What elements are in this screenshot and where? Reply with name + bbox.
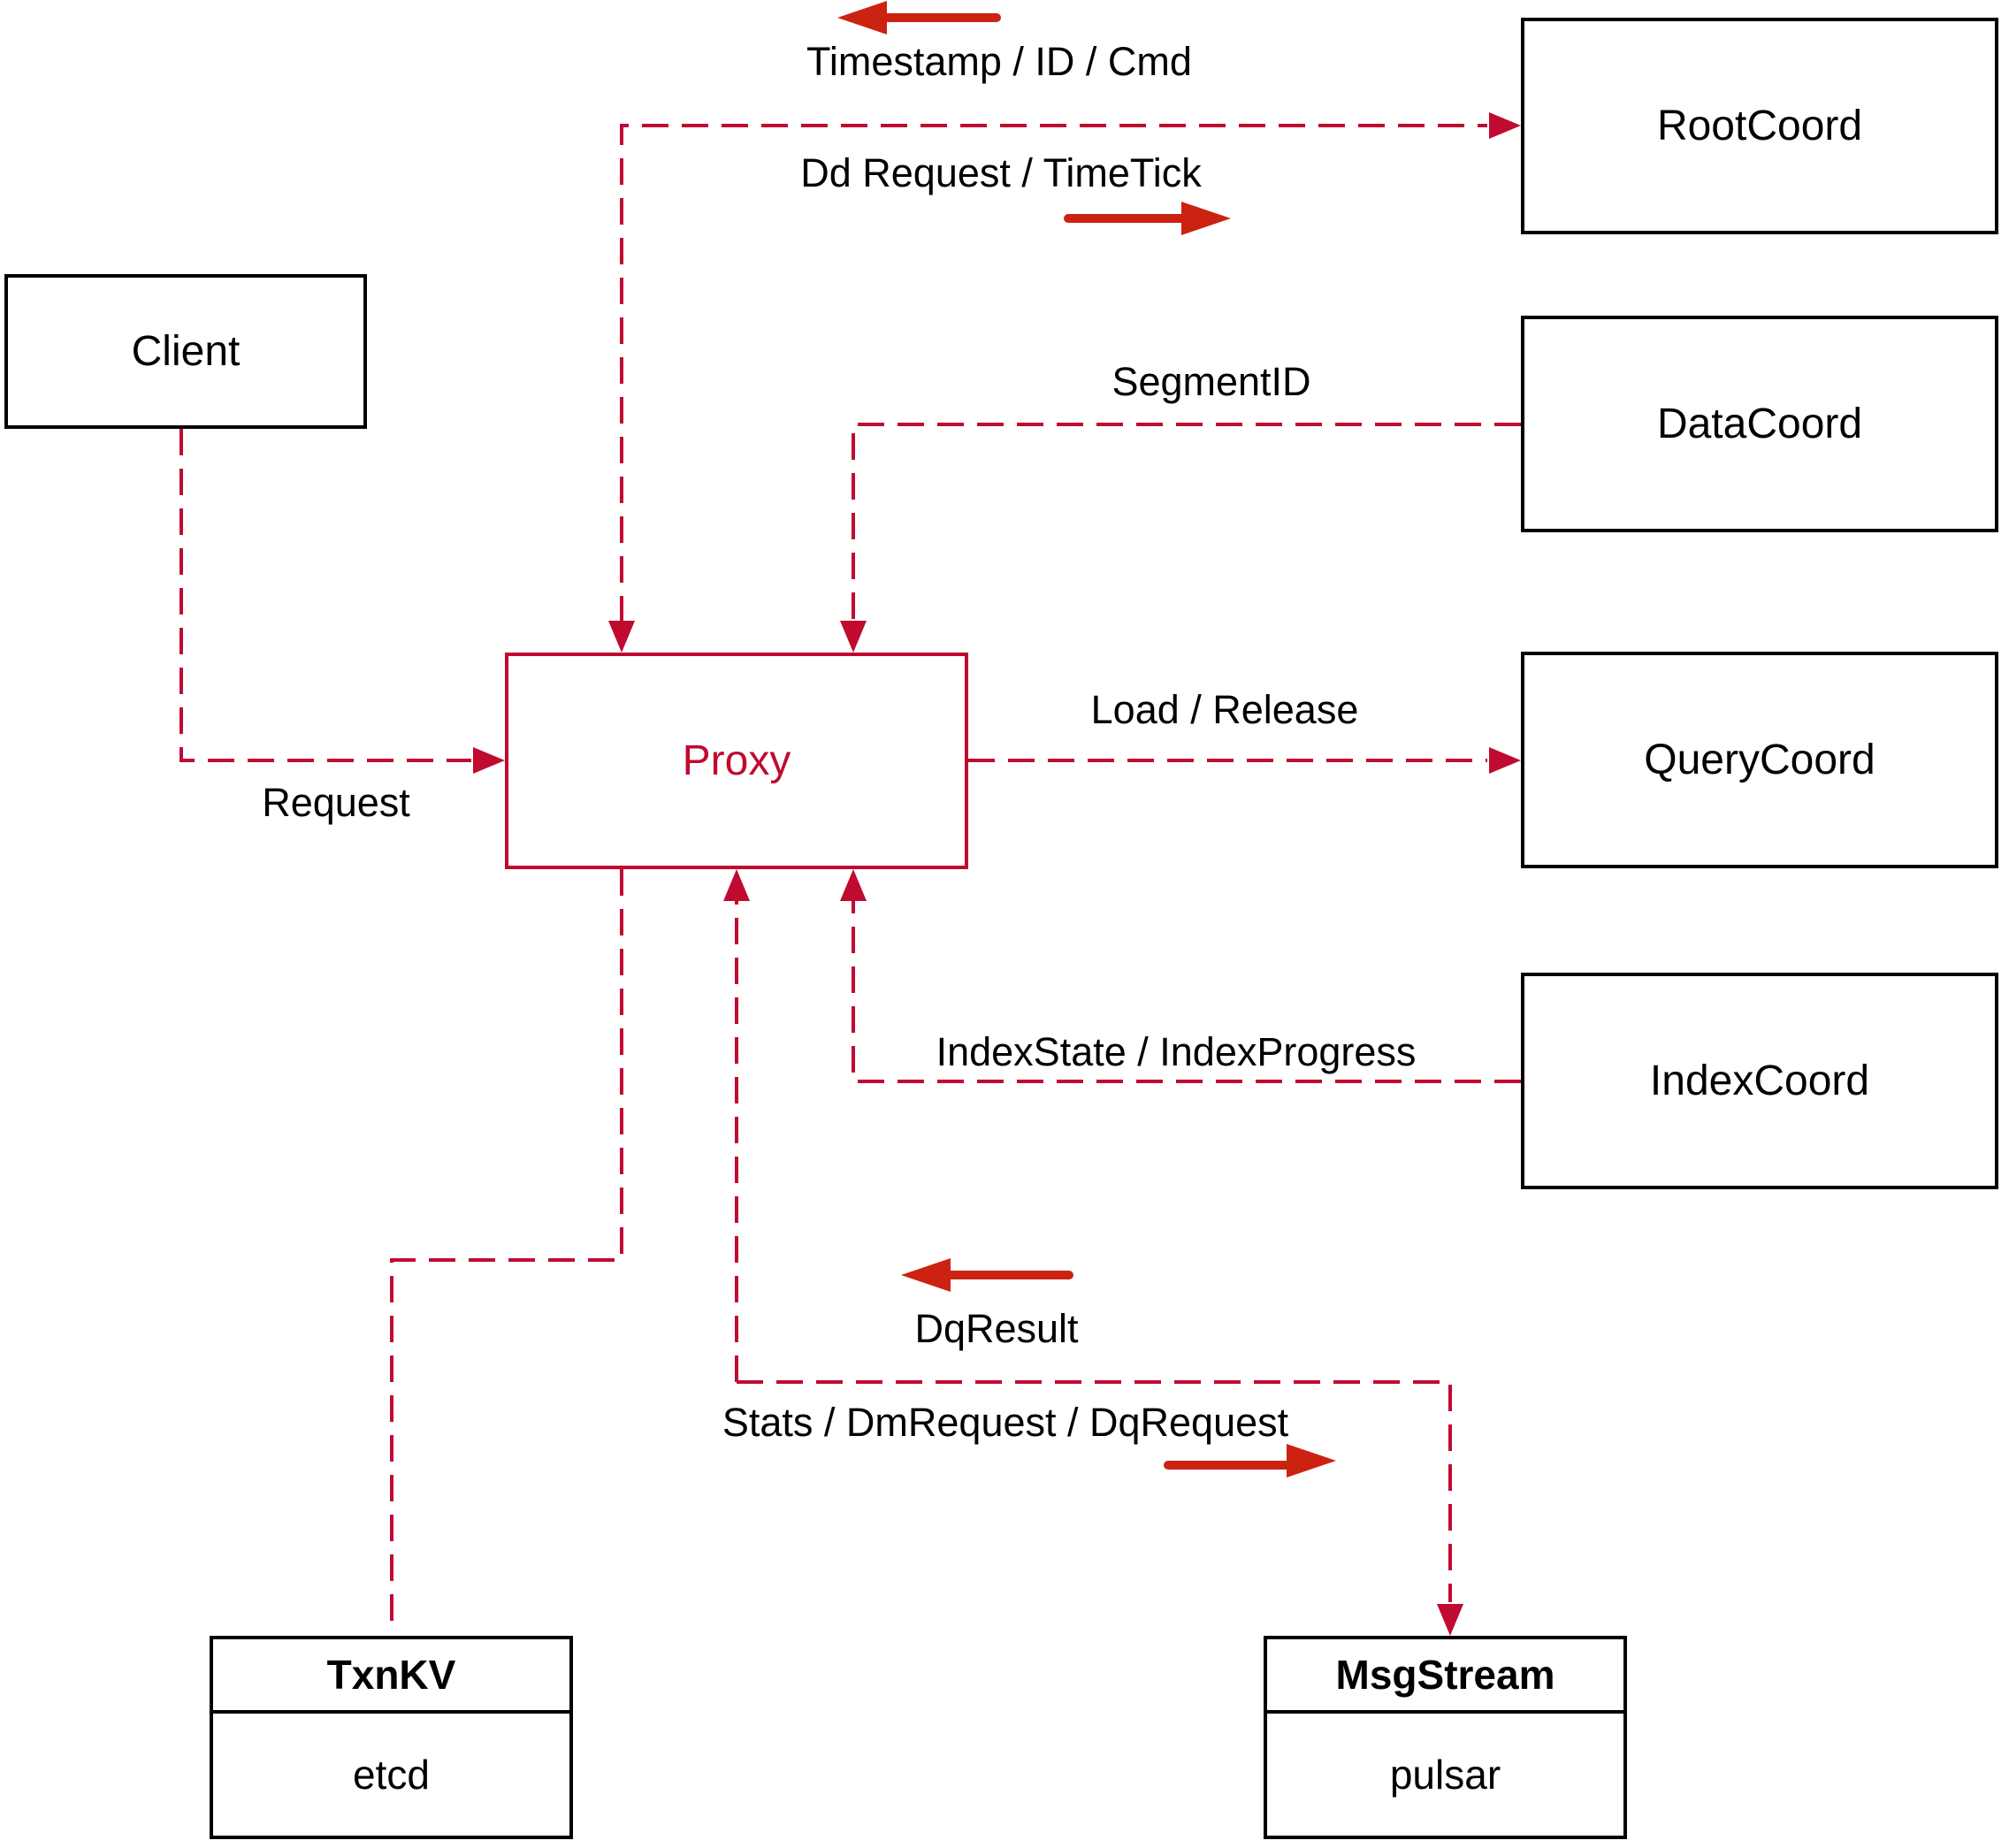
segmentid-edge-label: SegmentID bbox=[1111, 359, 1311, 404]
dd-request-edge-label: Dd Request / TimeTick bbox=[800, 150, 1202, 195]
edge-indexcoord-proxy bbox=[852, 901, 1521, 1083]
load-release-edge-label: Load / Release bbox=[1090, 687, 1359, 732]
datacoord-label: DataCoord bbox=[1656, 401, 1863, 447]
querycoord-label: QueryCoord bbox=[1644, 737, 1875, 783]
msgstream-node: MsgStream pulsar bbox=[1264, 1636, 1627, 1839]
arrowhead-into-msgstream bbox=[1437, 1604, 1463, 1636]
client-label: Client bbox=[131, 328, 241, 375]
rootcoord-label: RootCoord bbox=[1656, 103, 1863, 149]
edge-proxy-msgstream-down bbox=[737, 1380, 1452, 1602]
arrow-right-stats-icon bbox=[1164, 1444, 1336, 1478]
rootcoord-node: RootCoord bbox=[1521, 18, 1998, 234]
edge-client-proxy bbox=[180, 429, 471, 762]
dq-result-edge-label: DqResult bbox=[914, 1306, 1079, 1351]
arrow-right-dd-request-icon bbox=[1064, 202, 1231, 235]
querycoord-node: QueryCoord bbox=[1521, 652, 1998, 868]
edge-proxy-txnkv bbox=[390, 869, 623, 1634]
txnkv-node: TxnKV etcd bbox=[210, 1636, 573, 1839]
msgstream-subtitle: pulsar bbox=[1389, 1752, 1501, 1798]
request-edge-label: Request bbox=[262, 780, 410, 825]
client-node: Client bbox=[4, 274, 367, 429]
edge-proxy-rootcoord bbox=[620, 124, 1487, 622]
indexstate-edge-label: IndexState / IndexProgress bbox=[936, 1029, 1417, 1074]
arrow-left-timestamp-icon bbox=[837, 1, 1001, 34]
timestamp-edge-label: Timestamp / ID / Cmd bbox=[806, 39, 1192, 84]
txnkv-subtitle: etcd bbox=[353, 1752, 430, 1798]
msgstream-title: MsgStream bbox=[1267, 1639, 1623, 1714]
datacoord-node: DataCoord bbox=[1521, 316, 1998, 532]
arrow-left-dq-result-icon bbox=[901, 1258, 1073, 1292]
arrowhead-into-proxy-bottom-mid bbox=[723, 869, 750, 901]
arrowhead-into-proxy-top-left bbox=[608, 621, 635, 653]
proxy-label: Proxy bbox=[682, 737, 791, 784]
indexcoord-node: IndexCoord bbox=[1521, 973, 1998, 1189]
direction-arrows bbox=[837, 1, 1336, 1478]
arrowhead-into-proxy-left bbox=[473, 747, 505, 774]
arrowhead-into-proxy-top-right bbox=[840, 621, 867, 653]
proxy-node: Proxy bbox=[505, 653, 968, 869]
txnkv-title: TxnKV bbox=[213, 1639, 569, 1714]
edge-datacoord-proxy bbox=[852, 423, 1521, 622]
arrowhead-into-rootcoord bbox=[1489, 112, 1521, 139]
arrowhead-into-proxy-bottom-right bbox=[840, 869, 867, 901]
stats-edge-label: Stats / DmRequest / DqRequest bbox=[722, 1400, 1289, 1445]
arrowhead-into-querycoord bbox=[1489, 747, 1521, 774]
indexcoord-label: IndexCoord bbox=[1649, 1058, 1870, 1104]
